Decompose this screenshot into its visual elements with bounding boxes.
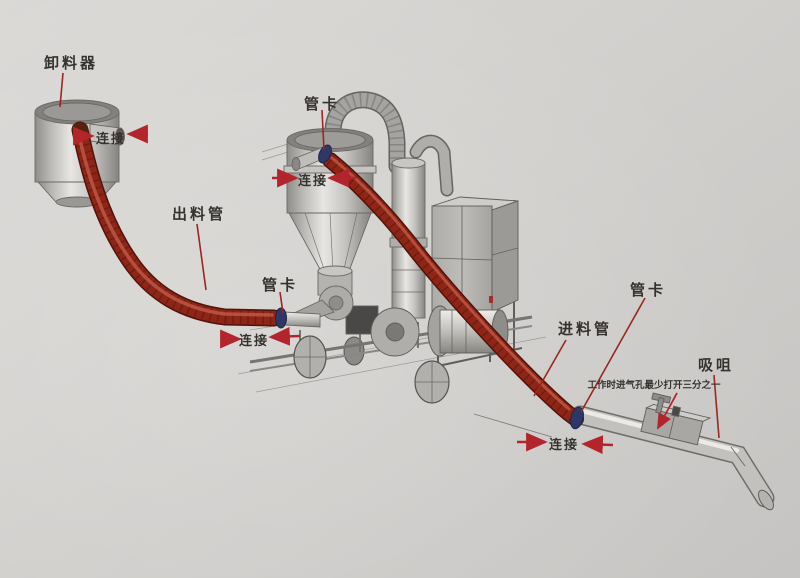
feed-hose xyxy=(322,152,584,427)
note-arrow xyxy=(657,392,678,430)
connect-label-discharger: 连接 xyxy=(95,132,127,147)
discharge-hose xyxy=(71,121,283,327)
leader-lines xyxy=(59,72,720,439)
connect-label-nozzle: 连接 xyxy=(548,438,580,453)
pipe-clamp-label-left: 管卡 xyxy=(261,276,299,294)
control-box xyxy=(431,196,523,368)
pipe-clamp-label-right: 管卡 xyxy=(629,281,667,299)
exhaust-flex-duct xyxy=(324,91,454,197)
discharge-pipe-label: 出料管 xyxy=(171,205,227,223)
feed-pipe-label: 进料管 xyxy=(557,320,613,338)
connect-label-blower: 连接 xyxy=(238,334,270,349)
air-inlet-slider xyxy=(640,392,712,446)
suction-nozzle-label: 吸咀 xyxy=(697,356,735,374)
pipe-clamp-label-top: 管卡 xyxy=(303,95,341,113)
pipe-clamp-right-part xyxy=(570,406,584,430)
air-inlet-note: 工作时进气孔最少打开三分之一 xyxy=(587,380,721,391)
suction-pipe xyxy=(570,392,775,511)
rotary-airlock xyxy=(291,265,354,324)
pipe-clamp-top-part xyxy=(318,144,332,164)
connect-label-cyclone: 连接 xyxy=(297,174,329,189)
discharger-label: 卸料器 xyxy=(43,54,99,72)
pipe-clamp-left-part xyxy=(275,307,287,329)
connect-arrows xyxy=(73,124,614,455)
